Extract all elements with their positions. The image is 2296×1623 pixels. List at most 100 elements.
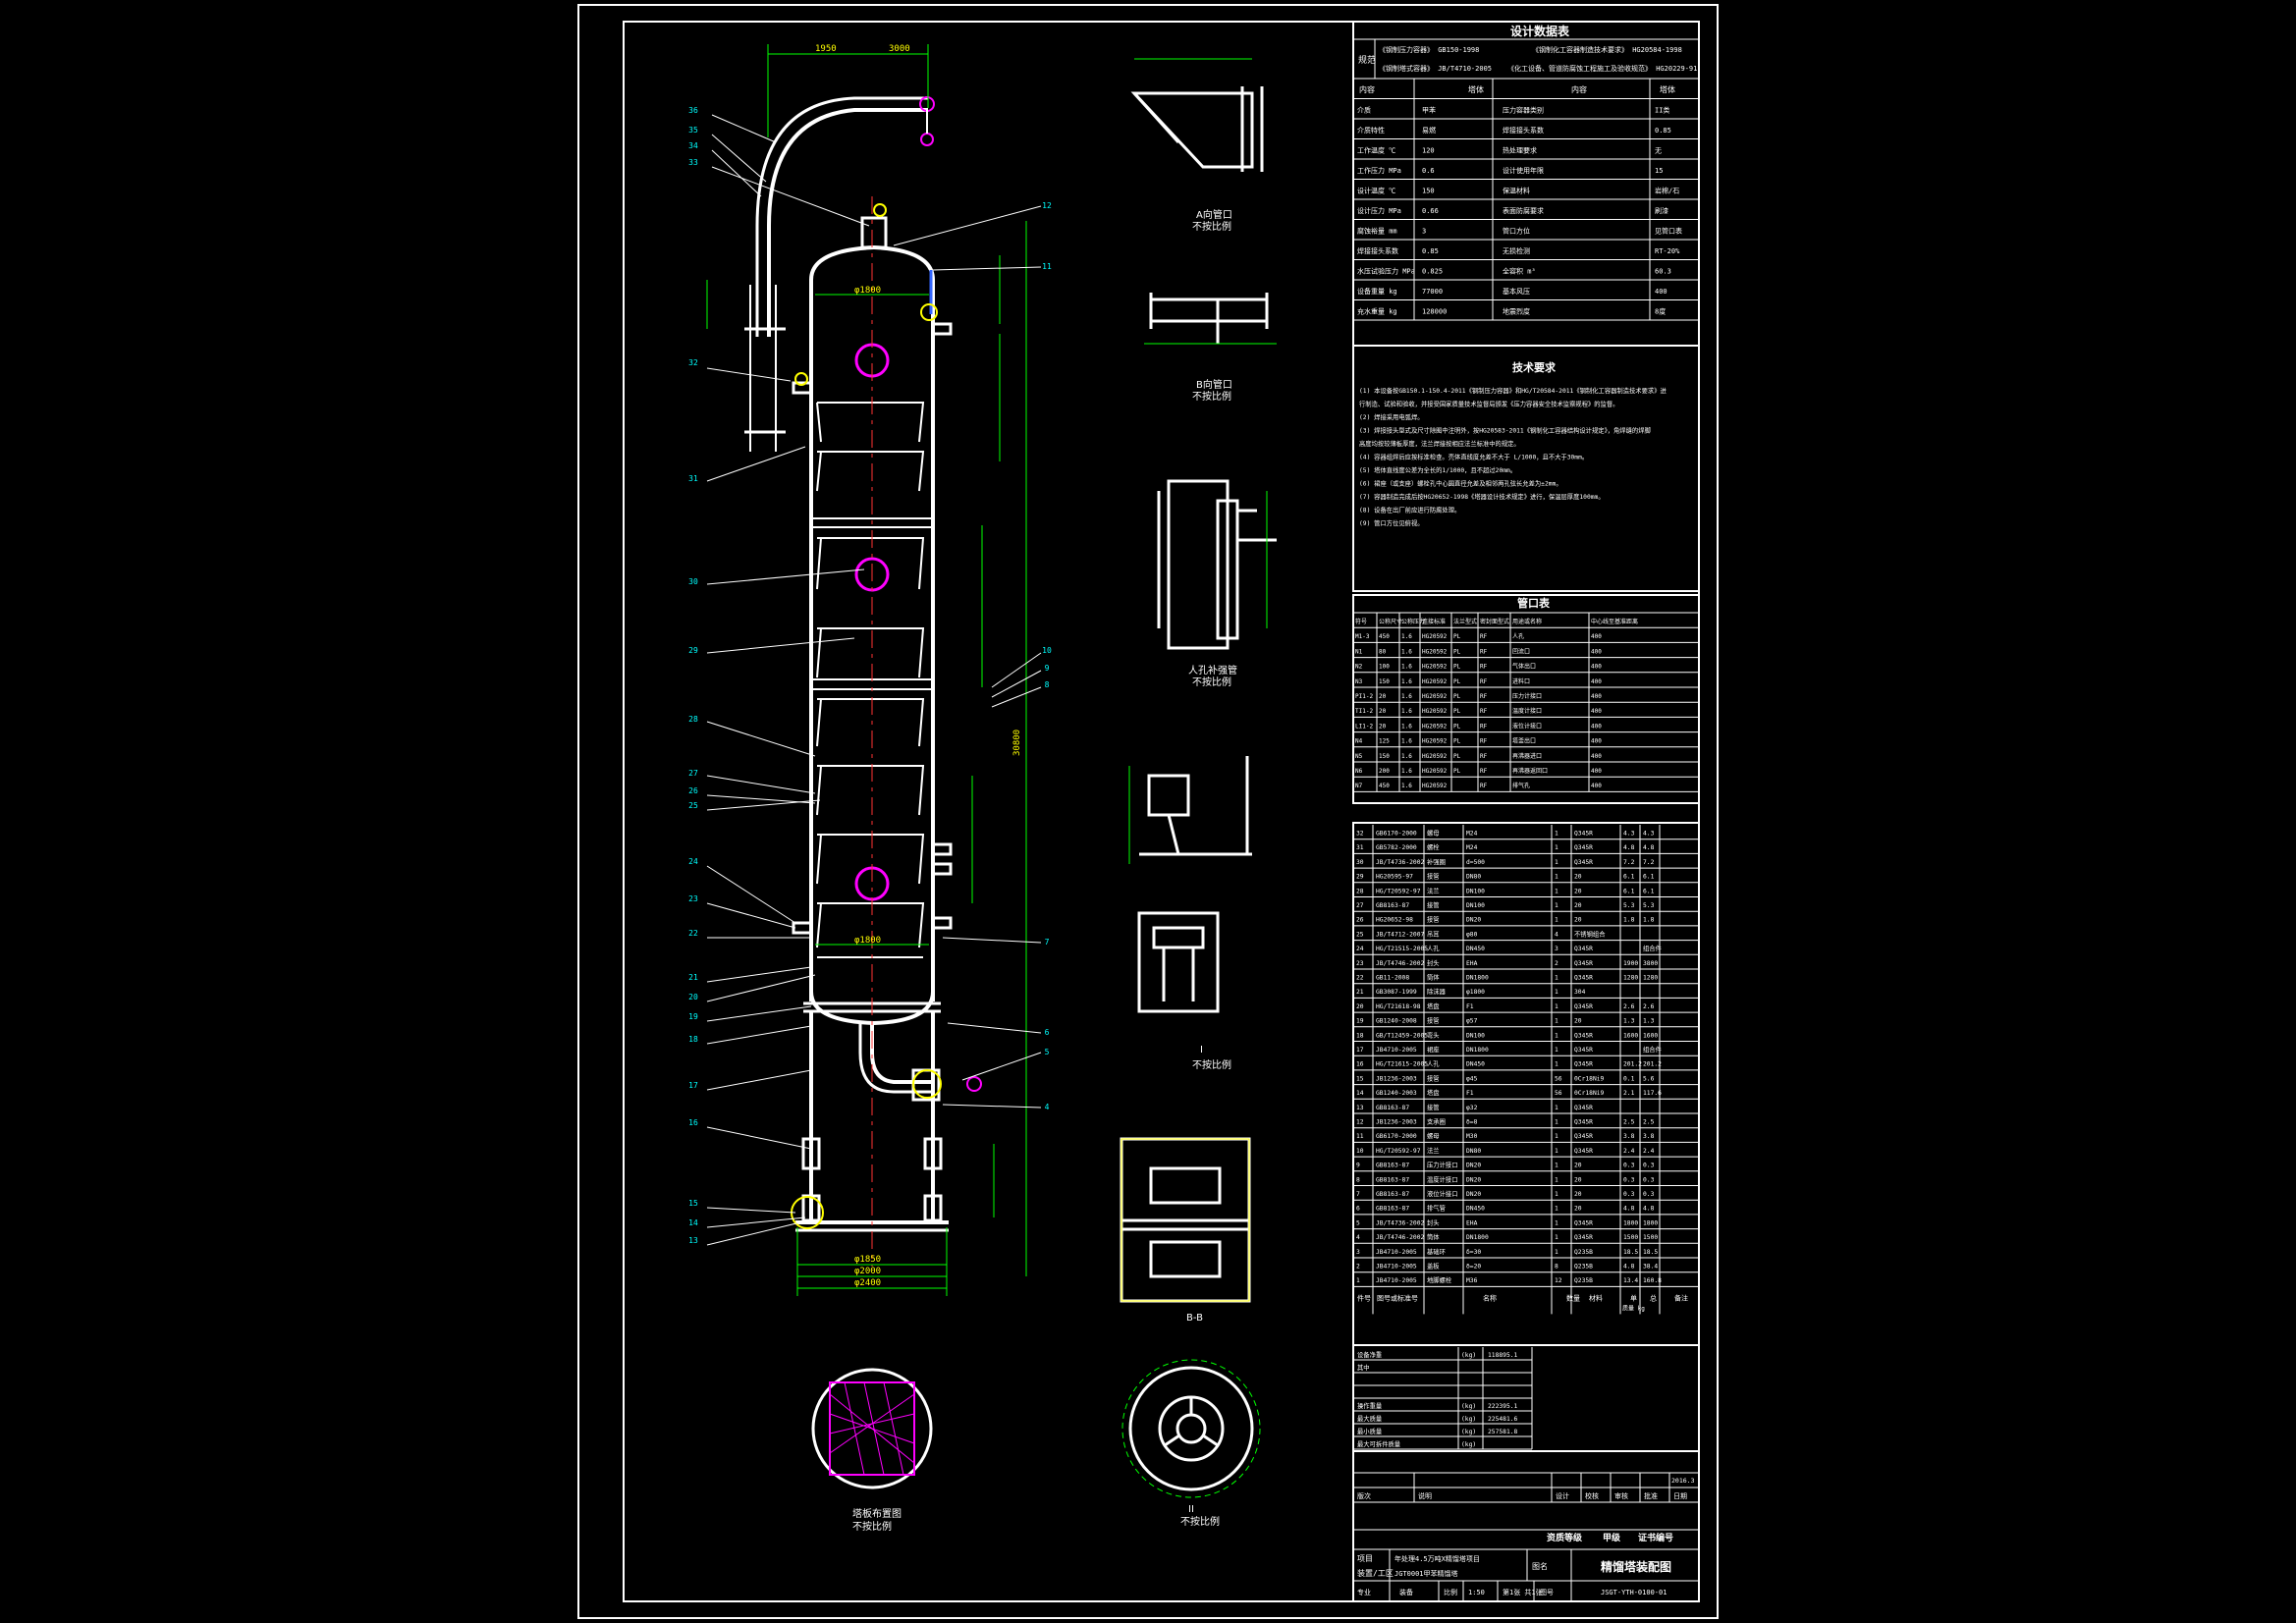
bom-cell: Q345R: [1574, 946, 1593, 952]
caption-detail-i-1: I: [1200, 1045, 1203, 1055]
design-cell: 地震烈度: [1503, 307, 1530, 316]
bom-cell: 1: [1555, 859, 1558, 866]
figure-label: 图名: [1532, 1561, 1548, 1571]
weight-label: 最小质量: [1357, 1427, 1383, 1435]
revision-header: 批准: [1644, 1491, 1658, 1500]
nozzle-cell: M1-3: [1355, 633, 1370, 640]
bom-cell: 塔盘: [1427, 1001, 1440, 1010]
column-elevation: [706, 44, 1042, 1296]
weight-value: 257581.8: [1488, 1429, 1518, 1435]
bom-cell: 0.1: [1623, 1075, 1635, 1082]
discipline-label: 专业: [1357, 1588, 1371, 1596]
bom-cell: 6.1: [1623, 888, 1635, 894]
weight-unit: (kg): [1461, 1403, 1476, 1410]
bom-cell: Q345R: [1574, 1032, 1593, 1039]
bom-cell: DN100: [1466, 902, 1485, 909]
bom-cell: 1: [1555, 1105, 1558, 1111]
nozzle-cell: PL: [1453, 648, 1461, 655]
nozzle-cell: PL: [1453, 753, 1461, 760]
part-balloon: 9: [1045, 664, 1050, 673]
nozzle-cell: 回流口: [1512, 647, 1530, 655]
nozzle-cell: PI1-2: [1355, 693, 1373, 700]
nozzle-table: 管口表 符号公称尺寸公称压力连接标准法兰型式密封面型式用途或名称中心线至基准距离…: [1352, 594, 1700, 804]
design-cell: 0.825: [1422, 268, 1443, 276]
bom-cell: JB/T4746-2002: [1376, 1234, 1424, 1241]
bom-cell: 38.4: [1643, 1264, 1658, 1271]
bom-cell: 人孔: [1427, 1060, 1440, 1068]
bom-cell: 吊耳: [1427, 930, 1440, 938]
nozzle-cell: HG20592: [1422, 693, 1448, 700]
title-date: 2016.3: [1671, 1477, 1695, 1485]
tech-req-line: (9) 管口方位见俯视。: [1359, 518, 1424, 527]
nozzle-cell: N7: [1355, 783, 1363, 789]
design-cell: 128000: [1422, 308, 1447, 316]
bom-cell: 人孔: [1427, 945, 1440, 952]
bom-cell: JB4710-2005: [1376, 1249, 1417, 1256]
bom-cell: 接管: [1427, 1103, 1440, 1111]
weight-value: 222395.1: [1488, 1403, 1518, 1410]
bom-cell: M24: [1466, 831, 1478, 838]
caption-section-bb: B-B: [1186, 1313, 1203, 1324]
design-cell: 管口方位: [1503, 227, 1530, 236]
part-balloon: 7: [1045, 938, 1050, 947]
part-balloon: 6: [1045, 1028, 1050, 1037]
dim-height-total: 30800: [1012, 730, 1022, 756]
nozzle-cell: 20: [1379, 693, 1387, 700]
bom-cell: 13.4: [1623, 1277, 1638, 1284]
bom-cell: 2: [1555, 960, 1558, 967]
nozzle-cell: 1.6: [1401, 723, 1412, 730]
revision-header: 校核: [1585, 1491, 1599, 1500]
bom-cell: 1: [1356, 1277, 1360, 1284]
bom-cell: 1: [1555, 975, 1558, 982]
bom-cell: JB4710-2005: [1376, 1277, 1417, 1284]
nozzle-cell: 液位计接口: [1512, 722, 1542, 730]
bom-cell: 接管: [1427, 1016, 1440, 1025]
bom-cell: DN100: [1466, 1032, 1485, 1039]
bom-footer-label: 单: [1630, 1293, 1637, 1302]
design-data-table: 设计数据表 规范 《钢制压力容器》 GB150-1998 《钢制化工容器制造技术…: [1352, 21, 1700, 347]
bom-cell: 1: [1555, 1148, 1558, 1155]
bom-cell: 接管: [1427, 1073, 1440, 1082]
scale-label: 比例: [1444, 1588, 1457, 1596]
bom-cell: HG20652-98: [1376, 917, 1413, 924]
nozzle-cell: N3: [1355, 678, 1363, 685]
bom-cell: 3: [1356, 1249, 1360, 1256]
design-cell: 无损检测: [1503, 246, 1530, 255]
bom-cell: 20: [1574, 874, 1582, 881]
bom-cell: GB8163-87: [1376, 1191, 1409, 1198]
nozzle-cell: RF: [1480, 648, 1488, 655]
design-cell: 介质特性: [1357, 126, 1385, 135]
design-cell: 150: [1422, 188, 1435, 195]
bom-cell: DN80: [1466, 874, 1481, 881]
nozzle-cell: 再沸器返回口: [1512, 767, 1548, 775]
nozzle-col-header: 法兰型式: [1453, 618, 1477, 625]
bom-cell: DN1800: [1466, 975, 1489, 982]
nozzle-cell: PL: [1453, 723, 1461, 730]
bom-cell: 25: [1356, 931, 1364, 938]
bom-cell: 盖板: [1427, 1262, 1440, 1271]
bom-cell: 31: [1356, 844, 1364, 851]
bom-cell: F1: [1466, 1090, 1474, 1097]
dim-diameter: φ1800: [854, 286, 881, 296]
bom-cell: 56: [1555, 1090, 1562, 1097]
bom-cell: 11: [1356, 1133, 1364, 1140]
bom-cell: 1: [1555, 888, 1558, 894]
bom-cell: DN450: [1466, 1206, 1485, 1213]
bom-cell: 7.2: [1623, 859, 1635, 866]
part-balloon: 16: [688, 1118, 698, 1127]
bom-cell: Q345R: [1574, 1234, 1593, 1241]
nozzle-cell: HG20592: [1422, 633, 1448, 640]
nozzle-cell: HG20592: [1422, 783, 1448, 789]
nozzle-cell: PL: [1453, 678, 1461, 685]
bom-cell: 1: [1555, 844, 1558, 851]
nozzle-cell: 400: [1591, 738, 1602, 745]
bom-cell: GB11-2008: [1376, 975, 1409, 982]
part-balloon: 35: [688, 126, 698, 135]
device-label: 装置/工区: [1357, 1568, 1394, 1578]
bom-cell: 1600: [1643, 1032, 1658, 1039]
spec-1: 《钢制化工容器制造技术要求》 HG20584-1998: [1532, 45, 1682, 54]
bom-cell: 1: [1555, 1119, 1558, 1126]
bom-cell: 2.5: [1643, 1119, 1655, 1126]
design-cell: 无: [1655, 147, 1662, 155]
bom-cell: JB4710-2005: [1376, 1264, 1417, 1271]
